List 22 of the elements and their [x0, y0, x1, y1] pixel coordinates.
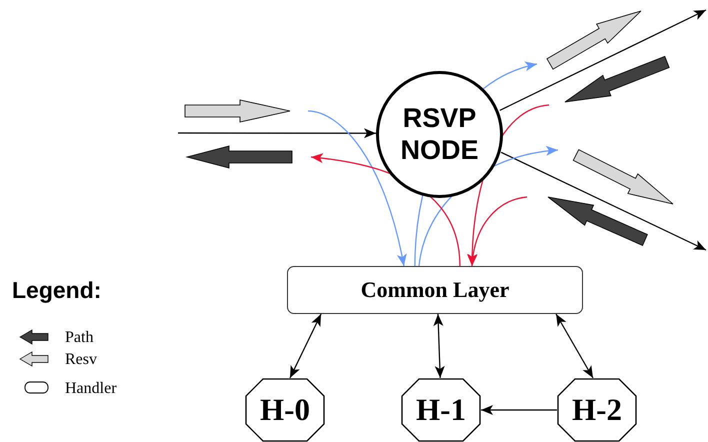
legend-label: Handler — [65, 380, 117, 398]
legend-label: Path — [65, 329, 94, 347]
node-label: RSVP NODE — [399, 103, 480, 166]
handler-octagon — [401, 378, 481, 442]
arrow — [500, 9, 706, 111]
arrow — [481, 405, 557, 415]
arrow — [556, 314, 594, 378]
node-label: H-2 — [572, 392, 622, 428]
handler-octagon — [557, 378, 637, 442]
curved-arrow — [468, 196, 528, 266]
layer-box — [287, 266, 583, 314]
legend-title: Legend: — [12, 277, 102, 304]
node-label: H-1 — [416, 392, 466, 428]
handler-octagon — [245, 378, 325, 442]
arrow — [433, 314, 445, 378]
legend-label: Resv — [65, 351, 97, 369]
arrow — [500, 152, 706, 251]
curved-arrow — [308, 110, 406, 266]
node-label: Common Layer — [360, 277, 510, 303]
arrow — [178, 128, 376, 138]
node-label: H-0 — [260, 392, 310, 428]
arrow — [289, 314, 322, 378]
